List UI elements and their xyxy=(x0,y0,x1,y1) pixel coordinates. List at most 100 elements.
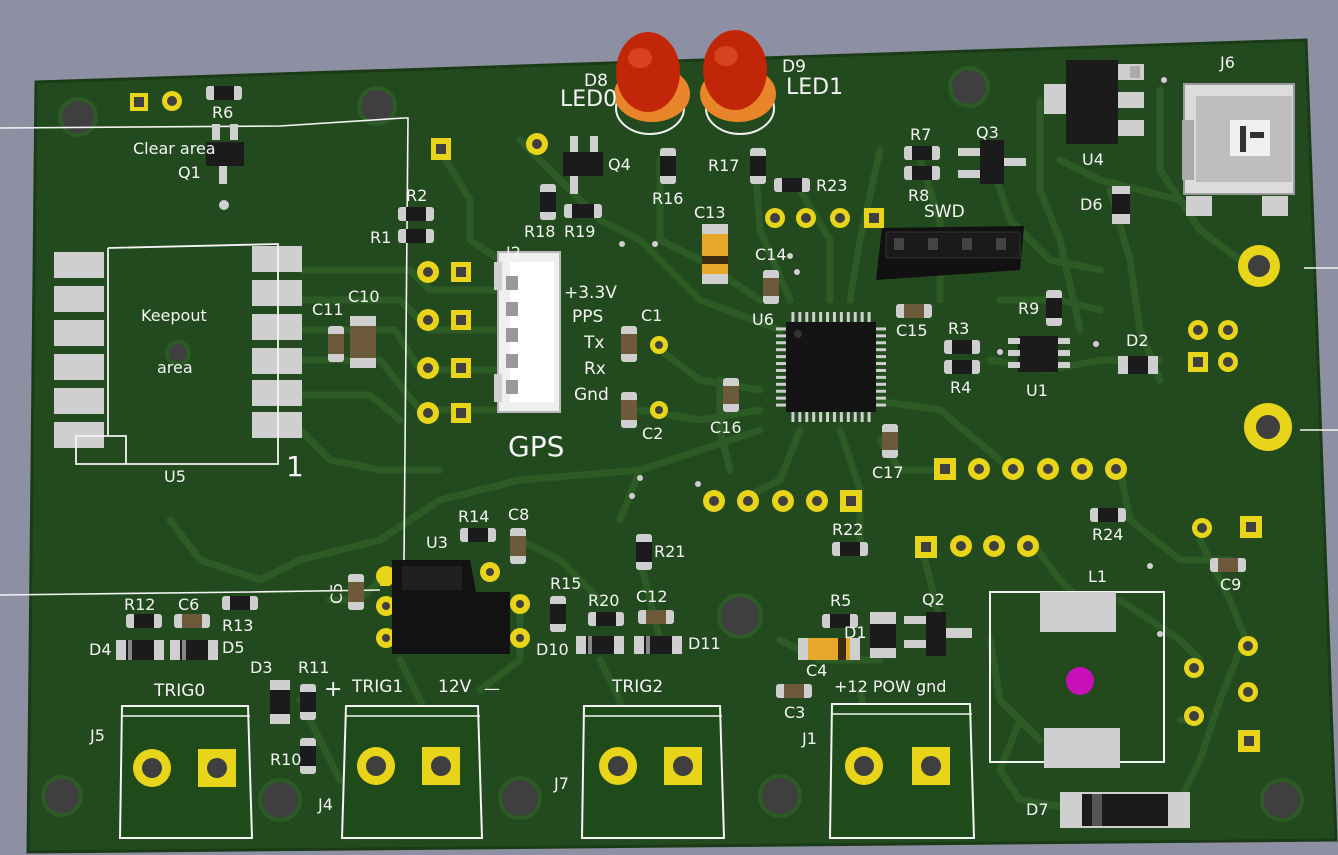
silk-c14: C14 xyxy=(755,245,787,264)
silk-q3: Q3 xyxy=(976,123,999,142)
silk-c13: C13 xyxy=(694,203,726,222)
capacitor-c5 xyxy=(348,574,364,610)
resistor-r22 xyxy=(832,542,868,556)
mounting-hole xyxy=(165,340,191,366)
ic-pin xyxy=(832,312,836,322)
silk-c9: C9 xyxy=(1220,575,1241,594)
silk-c15: C15 xyxy=(896,321,928,340)
led-d9 xyxy=(700,30,776,135)
silk-r24: R24 xyxy=(1092,525,1123,544)
ic-pin xyxy=(776,403,786,407)
mounting-hole xyxy=(758,774,802,818)
silk-clear-area: Clear area xyxy=(133,139,216,158)
header-2pin xyxy=(130,91,182,111)
ic-pin xyxy=(776,382,786,386)
ic-u1 xyxy=(1008,336,1070,372)
silk-q4: Q4 xyxy=(608,155,631,174)
ic-pin xyxy=(776,362,786,366)
ic-pin xyxy=(805,412,809,422)
resistor-r8 xyxy=(904,166,940,180)
mounting-hole xyxy=(58,97,98,137)
silk-u6: U6 xyxy=(752,310,774,329)
mounting-hole xyxy=(258,778,302,822)
silk-c16: C16 xyxy=(710,418,742,437)
capacitor-c11 xyxy=(328,326,344,362)
header-1x5 xyxy=(703,490,862,512)
ic-pin xyxy=(776,375,786,379)
gps-module-u5 xyxy=(54,246,302,448)
header-2x4 xyxy=(417,261,471,424)
silk-d9: D9 xyxy=(782,57,806,77)
silk-u5: U5 xyxy=(164,467,186,486)
capacitor-c14 xyxy=(763,270,779,304)
resistor-r10 xyxy=(300,738,316,774)
diode-d2 xyxy=(1118,356,1158,374)
silk-r7: R7 xyxy=(910,125,931,144)
silk-pin-tx: Tx xyxy=(583,333,604,353)
silk-r10: R10 xyxy=(270,750,301,769)
silk-plus: + xyxy=(324,677,342,702)
resistor-r2 xyxy=(398,207,434,221)
silk-j7: J7 xyxy=(553,774,569,793)
ic-pin xyxy=(839,412,843,422)
silk-pin1: 1 xyxy=(286,450,304,483)
silk-u4: U4 xyxy=(1082,150,1104,169)
ic-pin xyxy=(876,327,886,331)
resistor-r16 xyxy=(660,148,676,184)
ic-pin xyxy=(791,312,795,322)
silk-d8: D8 xyxy=(584,71,608,91)
ic-pin xyxy=(876,348,886,352)
silk-j5: J5 xyxy=(89,726,105,745)
diode-d10 xyxy=(576,636,624,654)
silk-area: area xyxy=(157,358,193,377)
transistor-q1 xyxy=(206,124,244,210)
diode-d5 xyxy=(170,640,218,660)
silk-r2: R2 xyxy=(406,186,427,205)
silk-r21: R21 xyxy=(654,542,685,561)
silk-r14: R14 xyxy=(458,507,489,526)
capacitor-c6 xyxy=(174,614,210,628)
diode-d4 xyxy=(116,640,164,660)
silk-r6: R6 xyxy=(212,103,233,122)
usb-connector-j6 xyxy=(1182,83,1295,216)
ic-pin xyxy=(776,348,786,352)
ic-pin xyxy=(826,312,830,322)
gps-module-outline xyxy=(75,243,279,465)
resistor-r18 xyxy=(540,184,556,220)
silk-pin-33v: +3.3V xyxy=(564,283,617,303)
capacitor-c13 xyxy=(702,224,728,284)
resistor-r9 xyxy=(1046,290,1062,326)
mounting-hole xyxy=(357,86,397,126)
silk-trig2: TRIG2 xyxy=(611,677,663,697)
silk-pin-rx: Rx xyxy=(584,359,606,379)
resistor-r7 xyxy=(904,146,940,160)
silk-led1: LED1 xyxy=(786,75,843,100)
silk-r23: R23 xyxy=(816,176,847,195)
ic-pin xyxy=(876,375,886,379)
mounting-hole xyxy=(717,593,763,639)
header-1x6 xyxy=(934,458,1127,480)
silk-c4: C4 xyxy=(806,661,827,680)
silk-j4: J4 xyxy=(317,795,333,814)
silk-r13: R13 xyxy=(222,616,253,635)
silk-r11: R11 xyxy=(298,658,329,677)
silk-12v: 12V xyxy=(438,677,472,697)
ic-pin xyxy=(776,389,786,393)
silk-q1: Q1 xyxy=(178,163,201,182)
ic-pin xyxy=(876,396,886,400)
resistor-r24 xyxy=(1090,508,1126,522)
silk-c8: C8 xyxy=(508,505,529,524)
ic-pin xyxy=(819,312,823,322)
ic-pin xyxy=(776,355,786,359)
silk-d6: D6 xyxy=(1080,195,1103,214)
silk-c1: C1 xyxy=(641,306,662,325)
silk-r17: R17 xyxy=(708,156,739,175)
tht-pads xyxy=(431,133,548,160)
resistor-r17 xyxy=(750,148,766,184)
silk-c5: C5 xyxy=(327,583,346,604)
silk-c2: C2 xyxy=(642,424,663,443)
resistor-r11 xyxy=(300,684,316,720)
transistor-q3 xyxy=(958,140,1026,184)
mounting-hole xyxy=(1260,778,1304,822)
